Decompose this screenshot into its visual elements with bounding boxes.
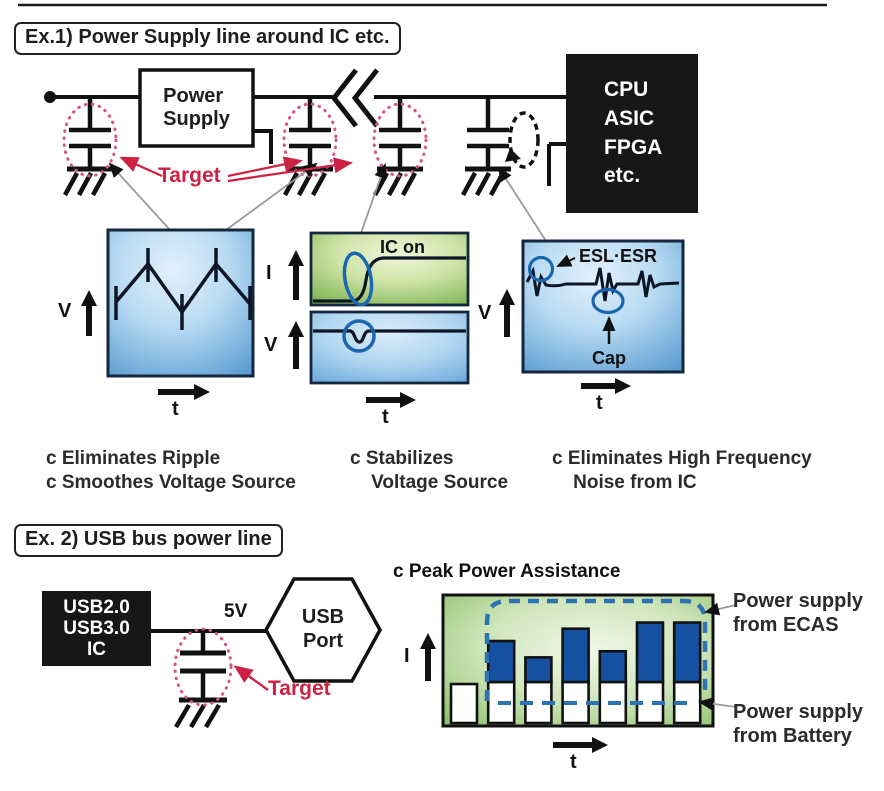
caption-stabilize: c Stabilizes Voltage Source [350, 448, 509, 494]
v-axis-label-2: V [264, 334, 278, 356]
bar-segment [635, 621, 665, 684]
callout-lines [108, 162, 547, 242]
bar-segment [672, 621, 702, 684]
peak-power-bars [449, 621, 702, 725]
ecas-callout-line [704, 602, 737, 616]
ic-on-label: IC on [380, 237, 425, 257]
ex1-target-label: Target [158, 164, 221, 187]
battery-callout-line [698, 697, 737, 711]
cpu-label: CPU ASIC FPGA etc. [604, 77, 663, 188]
supply-output-wire [253, 129, 273, 164]
cap-label: Cap [591, 348, 626, 368]
target-arrows [119, 156, 353, 183]
bar-segment [486, 639, 516, 684]
ex2-circuit [42, 577, 382, 729]
waveform-ripple [81, 228, 255, 400]
usb-port-label: USB Port [301, 606, 345, 652]
esl-esr-label: ESL·ESR [579, 246, 658, 266]
usb-capacitor-icon [174, 631, 227, 729]
usb-port-hexagon [264, 577, 382, 683]
usb-ic-box [42, 591, 151, 666]
ex1-title: Ex.1) Power Supply line around IC etc. [14, 22, 401, 55]
cpu-box [566, 54, 698, 213]
t-axis-label-3: t [596, 392, 603, 414]
line-break-icon [330, 68, 379, 128]
usb-target-ellipse [173, 627, 233, 707]
ex2-title: Ex. 2) USB bus power line [14, 524, 283, 557]
voltage-5v-label: 5V [224, 601, 248, 622]
bar-segment [449, 682, 479, 725]
current-loop-icon [508, 111, 540, 169]
power-supply-label: Power Supply [163, 85, 230, 130]
t-axis-label-chart: t [570, 751, 577, 773]
chart-title: c Peak Power Assistance [393, 561, 621, 582]
usb-target-arrow [233, 665, 269, 691]
usb-ic-label: USB2.0 USB3.0 IC [63, 596, 130, 661]
bar-segment [561, 627, 590, 684]
bar-segment [524, 656, 553, 684]
peak-power-chart [420, 593, 737, 753]
caption-ripple: c Eliminates Ripple c Smoothes Voltage S… [46, 448, 296, 494]
power-supply-box [138, 68, 255, 148]
waveform-noise [499, 239, 685, 394]
legend-battery: Power supply from Battery [733, 701, 864, 748]
bar-segment [598, 649, 628, 684]
i-axis-label-chart: I [404, 645, 410, 667]
v-axis-label-1: V [58, 300, 72, 322]
capacitor-4-icon [463, 97, 511, 195]
i-axis-label-2: I [266, 262, 272, 284]
cpu-return-wire [547, 142, 567, 186]
terminal-dot-icon [44, 91, 56, 103]
caption-noise: c Eliminates High Frequency Noise from I… [552, 448, 812, 494]
waveform-stabilize [288, 231, 470, 408]
v-axis-label-3: V [478, 302, 492, 324]
t-axis-label-2: t [382, 406, 389, 428]
ecas-dashed-loop [484, 598, 708, 701]
t-axis-label-1: t [172, 398, 179, 420]
ex2-target-label: Target [268, 677, 331, 700]
legend-ecas: Power supply from ECAS [733, 590, 864, 637]
ex1-circuit [44, 54, 698, 242]
current-loop-arrow-icon [505, 148, 521, 162]
